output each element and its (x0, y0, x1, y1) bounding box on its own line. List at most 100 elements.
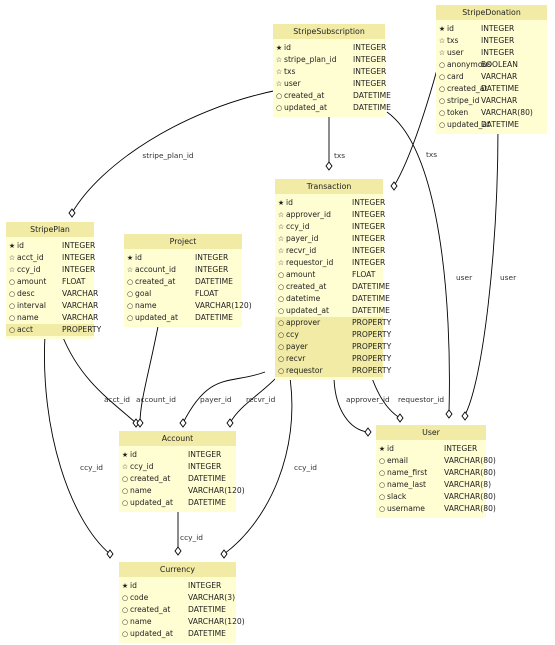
column-name: updated_at (130, 498, 174, 507)
column-name: txs (284, 67, 296, 76)
relationship-edge (333, 377, 369, 433)
entity-title-stripesubscription: StripeSubscription (273, 24, 385, 39)
column-name: created_at (135, 277, 176, 286)
primary-key-icon: ★ (277, 199, 285, 207)
relationship-edge (182, 371, 266, 424)
column-name: stripe_id (447, 96, 480, 105)
column-type: PROPERTY (352, 342, 392, 351)
column-name: id (286, 198, 293, 207)
column-name: approver_id (286, 210, 331, 219)
column-type: INTEGER (481, 36, 515, 45)
field-icon: ○ (126, 302, 134, 310)
column-type: VARCHAR(80) (444, 504, 496, 513)
column-type: DATETIME (352, 282, 390, 291)
column-name: name (130, 486, 152, 495)
column-name: created_at (130, 474, 171, 483)
relationship-label: recvr_id (246, 395, 276, 404)
relationship-label: acct_id (104, 395, 130, 404)
column-name: datetime (286, 294, 321, 303)
field-icon: ○ (121, 475, 129, 483)
relationship-end-diamond (325, 161, 333, 171)
column-name: txs (447, 36, 459, 45)
foreign-key-icon: ☆ (438, 37, 446, 45)
field-icon: ○ (121, 630, 129, 638)
column-type: FLOAT (62, 277, 86, 286)
column-name: updated_at (447, 120, 491, 129)
column-type: DATETIME (481, 84, 519, 93)
column-name: username (387, 504, 425, 513)
column-name: id (135, 253, 142, 262)
relationship-edge (61, 334, 137, 424)
entity-title-currency: Currency (119, 562, 236, 577)
column-name: name_first (387, 468, 428, 477)
relationship-end-diamond (226, 418, 234, 428)
column-name: acct_id (17, 253, 44, 262)
relationship-end-diamond (461, 411, 469, 421)
foreign-key-icon: ☆ (438, 49, 446, 57)
column-type: INTEGER (62, 253, 96, 262)
column-name: recvr_id (286, 246, 317, 255)
relationship-edge (71, 89, 279, 214)
column-type: INTEGER (195, 253, 229, 262)
relationship-label: requestor_id (398, 395, 444, 404)
column-type: DATETIME (353, 91, 391, 100)
field-icon: ○ (438, 73, 446, 81)
column-name: goal (135, 289, 152, 298)
entity-title-user: User (376, 425, 486, 440)
column-type: INTEGER (62, 241, 96, 250)
field-icon: ○ (438, 109, 446, 117)
column-name: name_last (387, 480, 427, 489)
column-name: id (17, 241, 24, 250)
field-icon: ○ (438, 97, 446, 105)
column-type: DATETIME (353, 103, 391, 112)
field-icon: ○ (8, 302, 16, 310)
column-type: INTEGER (352, 222, 386, 231)
column-type: INTEGER (481, 48, 515, 57)
column-type: VARCHAR(8) (444, 480, 492, 489)
relationship-end-diamond (179, 418, 187, 428)
column-name: acct (17, 325, 33, 334)
column-name: name (130, 617, 152, 626)
relationship-label: stripe_plan_id (142, 151, 193, 160)
column-type: BOOLEAN (481, 60, 518, 69)
column-name: requestor_id (286, 258, 334, 267)
column-type: INTEGER (444, 444, 478, 453)
column-name: ccy_id (130, 462, 154, 471)
field-icon: ○ (275, 104, 283, 112)
column-type: INTEGER (353, 67, 387, 76)
column-name: created_at (130, 605, 171, 614)
column-type: VARCHAR (62, 301, 99, 310)
entity-title-transaction: Transaction (275, 179, 383, 194)
column-name: recvr (286, 354, 306, 363)
foreign-key-icon: ☆ (275, 80, 283, 88)
column-type: INTEGER (188, 450, 222, 459)
relationship-label: payer_id (200, 395, 232, 404)
field-icon: ○ (121, 618, 129, 626)
column-name: token (447, 108, 469, 117)
column-name: updated_at (130, 629, 174, 638)
column-name: updated_at (284, 103, 328, 112)
field-icon: ○ (277, 331, 285, 339)
column-type: VARCHAR (62, 313, 99, 322)
column-type: DATETIME (188, 498, 226, 507)
column-type: VARCHAR(120) (188, 486, 245, 495)
field-icon: ○ (126, 314, 134, 322)
